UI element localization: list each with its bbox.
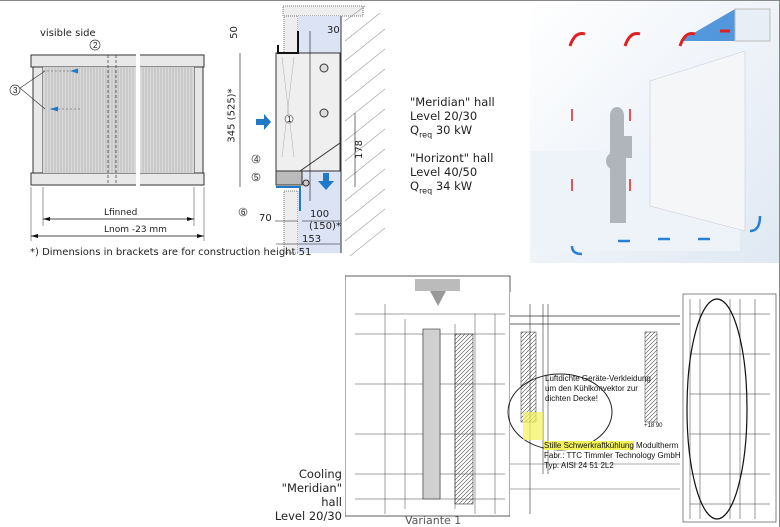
callout-1: 1 (287, 115, 292, 124)
callout-5: 5 (254, 173, 259, 182)
variant-label: Variante 1 (405, 514, 462, 527)
highlighted-text: Stille Schwerkraftkühlung (544, 441, 634, 450)
caption-line: "Meridian" hall (281, 481, 342, 509)
plan-note-line: um den Kühlkonvektor zur (545, 384, 638, 393)
plan-note-line: dichten Decke! (545, 394, 598, 403)
dim-l-finned: Lfinned (104, 208, 138, 218)
hall-q: Qreq 30 kW (410, 123, 495, 142)
convector-front-view (9, 5, 386, 257)
caption-line: Level 20/30 (274, 509, 342, 523)
hall-level: Level 40/50 (410, 165, 478, 179)
dim-178: 178 (354, 139, 366, 160)
dim-70: 70 (259, 213, 272, 224)
footnote: *) Dimensions in brackets are for constr… (30, 247, 312, 258)
callout-2: 2 (93, 41, 98, 50)
visible-side-label: visible side (40, 28, 96, 39)
callout-4: 4 (254, 155, 259, 164)
product-line: Typ: AISI 24 51 2L2 (544, 461, 614, 470)
product-line: Fabr.: TTC Timmler Technology GmbH (544, 451, 681, 460)
hall-q: Qreq 34 kW (410, 179, 493, 198)
product-text: Modultherm (633, 441, 679, 450)
dim-150: (150)* (309, 221, 341, 232)
room-airflow-illustration (530, 1, 779, 263)
hall-horizont: "Horizont" hall Level 40/50 Qreq 34 kW (410, 151, 493, 198)
product-line: Stille Schwerkraftkühlung Modultherm (544, 441, 681, 451)
plan-note-line: Luftdichte Geräte-Verkleidung (545, 374, 651, 383)
hall-name: "Horizont" hall (410, 151, 494, 165)
hall-name: "Meridian" hall (410, 95, 495, 109)
construction-plans (345, 275, 777, 524)
dim-345: 345 (525)* (226, 88, 238, 143)
caption-line: Cooling (298, 467, 342, 481)
dim-30: 30 (327, 25, 340, 36)
callout-6: 6 (241, 208, 246, 217)
product-note: Stille Schwerkraftkühlung Modultherm Fab… (544, 441, 681, 471)
dim-100: 100 (310, 209, 330, 220)
hall-level: Level 20/30 (410, 109, 478, 123)
q-value: 34 kW (432, 179, 473, 193)
q-sub: req (419, 186, 433, 196)
plan-note: Luftdichte Geräte-Verkleidung um den Küh… (545, 374, 651, 404)
dim-50: 50 (228, 26, 240, 39)
q-label: Q (410, 179, 420, 193)
dim-l-nom: Lnom -23 mm (104, 225, 167, 235)
level-mark: +18 90 (644, 423, 663, 429)
q-sub: req (419, 130, 433, 140)
hall-meridian: "Meridian" hall Level 20/30 Qreq 30 kW (410, 95, 495, 142)
dim-153: 153 (302, 234, 322, 245)
callout-3: 3 (13, 86, 18, 95)
cooling-caption: Cooling "Meridian" hall Level 20/30 (270, 467, 342, 523)
q-label: Q (410, 123, 420, 137)
q-value: 30 kW (432, 123, 473, 137)
